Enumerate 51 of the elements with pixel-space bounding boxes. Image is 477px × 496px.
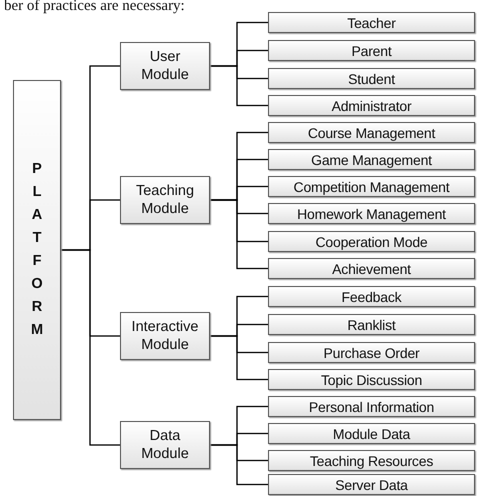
module-box xyxy=(120,42,210,90)
connector-line xyxy=(210,444,268,486)
item-box xyxy=(268,286,475,307)
item-box xyxy=(268,423,475,444)
box-label: Teaching Resources xyxy=(310,452,434,470)
box-label: Personal Information xyxy=(308,398,434,416)
box-label: User Module xyxy=(140,48,190,84)
item-box xyxy=(268,40,475,61)
box-label: Cooperation Mode xyxy=(316,232,428,250)
item-box xyxy=(268,176,475,197)
connector-line xyxy=(210,335,268,380)
box-label: Achievement xyxy=(332,260,411,278)
item-box xyxy=(268,122,475,143)
item-box xyxy=(268,95,475,116)
box-label: Competition Management xyxy=(294,178,450,196)
item-box xyxy=(268,68,475,89)
box-label: Game Management xyxy=(311,150,432,168)
module-box xyxy=(120,176,210,224)
item-box xyxy=(268,231,475,252)
box-label: Server Data xyxy=(335,476,408,494)
item-box xyxy=(268,450,475,471)
item-box xyxy=(268,342,475,363)
platform-box xyxy=(13,80,61,420)
item-box xyxy=(268,369,475,390)
item-box xyxy=(268,203,475,224)
module-box xyxy=(120,421,210,469)
item-box xyxy=(268,12,475,33)
connector-line xyxy=(210,199,268,270)
item-box xyxy=(268,396,475,417)
box-label: Interactive Module xyxy=(132,318,198,354)
box-label: Teacher xyxy=(347,14,396,32)
box-label: Module Data xyxy=(332,424,410,442)
item-box xyxy=(268,314,475,335)
box-label: Homework Management xyxy=(297,204,446,222)
box-label: Teaching Module xyxy=(135,182,195,218)
item-box xyxy=(268,474,475,495)
box-label: Topic Discussion xyxy=(320,370,422,388)
box-label: Purchase Order xyxy=(323,344,420,362)
vertical-title: PLATFORM xyxy=(30,160,44,340)
box-label: Ranklist xyxy=(347,316,396,334)
connector-line xyxy=(210,65,268,106)
box-label: Parent xyxy=(351,42,392,60)
item-box xyxy=(268,258,475,279)
box-label: Student xyxy=(348,70,395,88)
box-label: Feedback xyxy=(342,288,402,306)
module-box xyxy=(120,312,210,360)
connector-line xyxy=(61,249,120,446)
box-label: Course Management xyxy=(308,124,436,142)
item-box xyxy=(268,149,475,170)
box-label: Administrator xyxy=(332,96,412,114)
box-label: Data Module xyxy=(140,427,190,463)
